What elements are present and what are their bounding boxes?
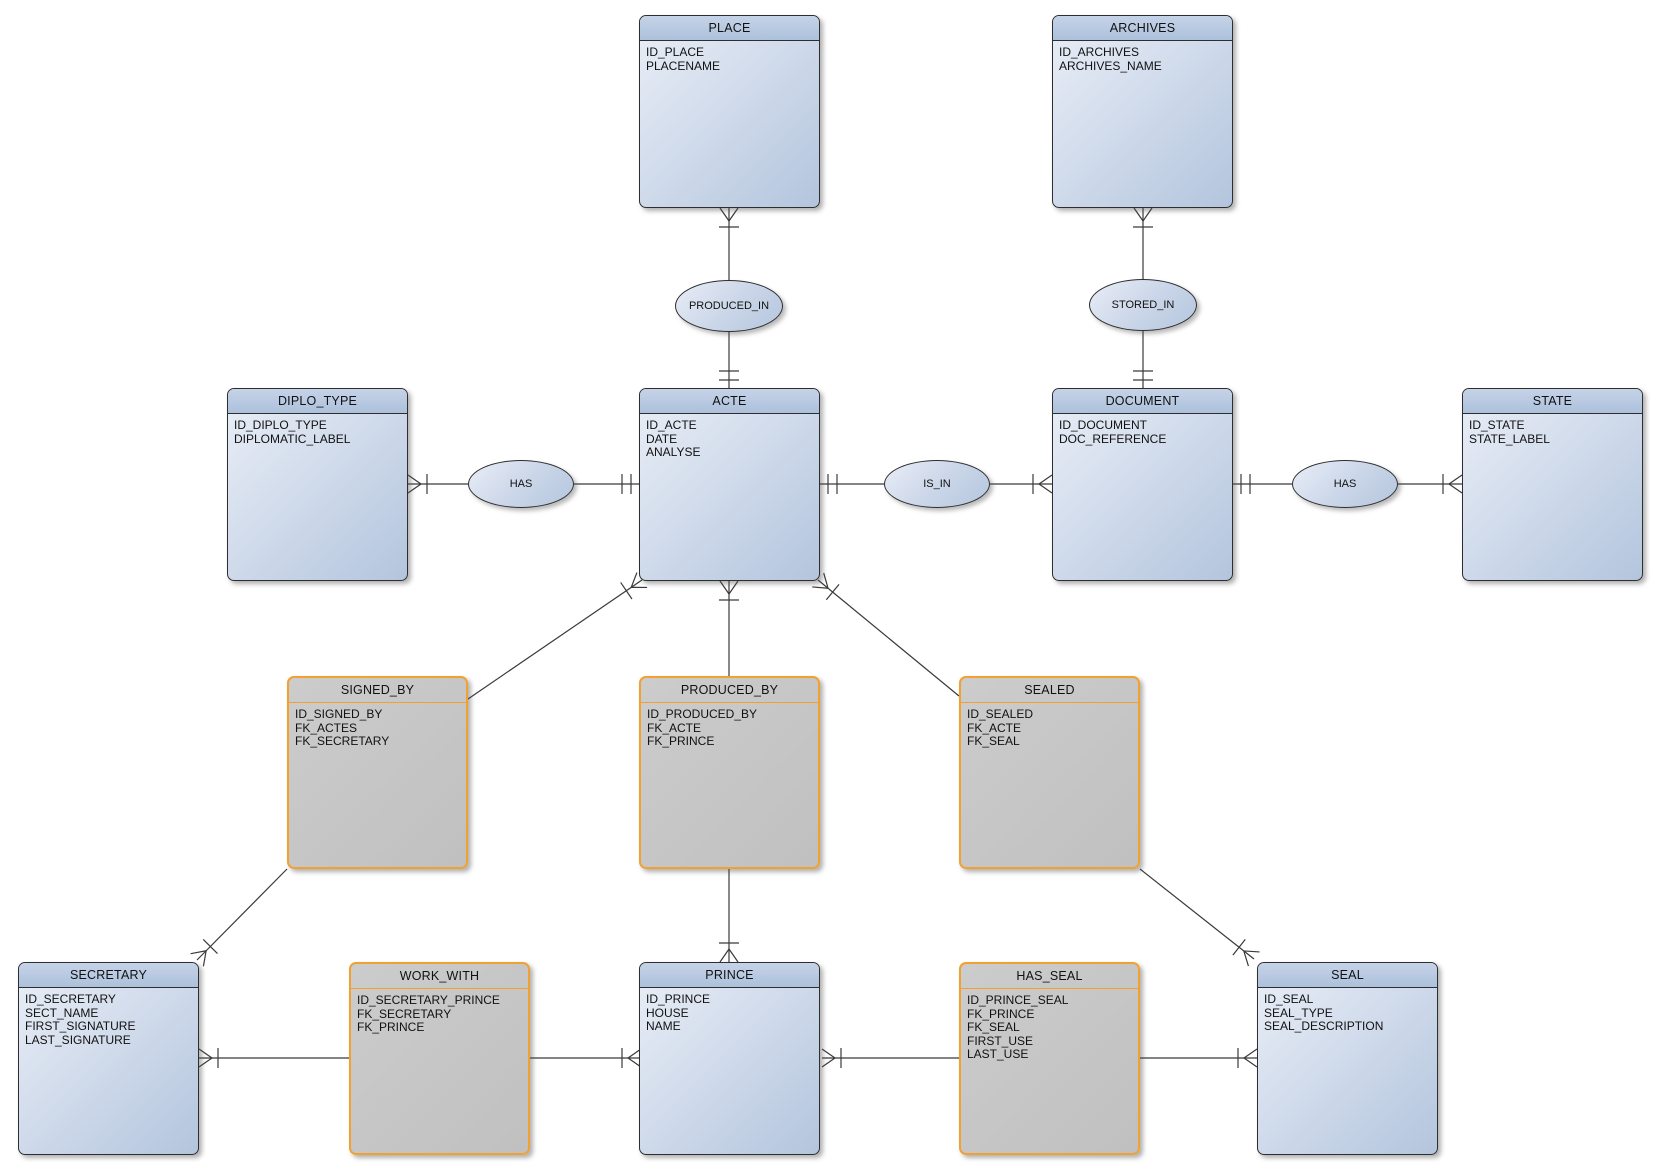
connector-acte-sealed	[812, 572, 960, 697]
entity-document[interactable]: DOCUMENT ID_DOCUMENT DOC_REFERENCE	[1052, 388, 1233, 581]
relationship-produced-in-label: PRODUCED_IN	[688, 300, 770, 312]
relationship-has-diplo-type[interactable]: HAS	[468, 460, 574, 508]
entity-seal[interactable]: SEAL ID_SEAL SEAL_TYPE SEAL_DESCRIPTION	[1257, 962, 1438, 1155]
connector-secretary-work_with	[198, 1048, 349, 1068]
entity-acte[interactable]: ACTE ID_ACTE DATE ANALYSE	[639, 388, 820, 581]
entity-signed-by-title: SIGNED_BY	[289, 678, 466, 703]
entity-produced-by-title: PRODUCED_BY	[641, 678, 818, 703]
entity-diplo-type-attributes: ID_DIPLO_TYPE DIPLOMATIC_LABEL	[234, 418, 351, 446]
connector-signed_by-secretary	[190, 868, 288, 967]
entity-prince-title: PRINCE	[640, 963, 819, 988]
connector-has_seal-seal	[1140, 1048, 1258, 1068]
entity-signed-by-attributes: ID_SIGNED_BY FK_ACTES FK_SECRETARY	[295, 707, 390, 748]
connector-acte-produced_by	[719, 580, 739, 676]
relationship-produced-in[interactable]: PRODUCED_IN	[675, 280, 783, 332]
entity-archives-attributes: ID_ARCHIVES ARCHIVES_NAME	[1059, 45, 1162, 73]
connector-sealed-seal	[1139, 868, 1260, 967]
entity-document-attributes: ID_DOCUMENT DOC_REFERENCE	[1059, 418, 1167, 446]
connector-place-produced_in	[719, 207, 739, 280]
connector-has-state	[1398, 474, 1463, 494]
connector-work_with-prince	[530, 1048, 642, 1068]
entity-acte-attributes: ID_ACTE DATE ANALYSE	[646, 418, 701, 459]
connector-document-has	[1233, 474, 1292, 494]
connector-has-acte	[574, 474, 639, 494]
connector-produced_in-acte	[719, 332, 739, 388]
entity-seal-attributes: ID_SEAL SEAL_TYPE SEAL_DESCRIPTION	[1264, 992, 1384, 1033]
connector-prince-has_seal	[821, 1048, 959, 1068]
entity-prince-attributes: ID_PRINCE HOUSE NAME	[646, 992, 711, 1033]
entity-secretary-attributes: ID_SECRETARY SECT_NAME FIRST_SIGNATURE L…	[25, 992, 136, 1047]
entity-seal-title: SEAL	[1258, 963, 1437, 988]
connector-is_in-document	[990, 474, 1053, 494]
connector-acte-signed_by	[467, 572, 648, 700]
connector-diplo_type-has	[407, 474, 468, 494]
relationship-has-state-label: HAS	[1333, 478, 1357, 490]
entity-secretary[interactable]: SECRETARY ID_SECRETARY SECT_NAME FIRST_S…	[18, 962, 199, 1155]
connector-acte-is_in	[820, 474, 884, 494]
entity-has-seal-title: HAS_SEAL	[961, 964, 1138, 989]
entity-place[interactable]: PLACE ID_PLACE PLACENAME	[639, 15, 820, 208]
entity-has-seal[interactable]: HAS_SEAL ID_PRINCE_SEAL FK_PRINCE FK_SEA…	[959, 962, 1140, 1155]
relationship-is-in[interactable]: IS_IN	[884, 460, 990, 508]
entity-sealed-attributes: ID_SEALED FK_ACTE FK_SEAL	[967, 707, 1034, 748]
entity-archives[interactable]: ARCHIVES ID_ARCHIVES ARCHIVES_NAME	[1052, 15, 1233, 208]
connector-produced_by-prince	[719, 869, 739, 963]
entity-archives-title: ARCHIVES	[1053, 16, 1232, 41]
entity-secretary-title: SECRETARY	[19, 963, 198, 988]
entity-diplo-type-title: DIPLO_TYPE	[228, 389, 407, 414]
connector-stored_in-document	[1133, 331, 1153, 388]
entity-document-title: DOCUMENT	[1053, 389, 1232, 414]
entity-acte-title: ACTE	[640, 389, 819, 414]
entity-prince[interactable]: PRINCE ID_PRINCE HOUSE NAME	[639, 962, 820, 1155]
relationship-has-diplo-type-label: HAS	[509, 478, 533, 490]
entity-state-attributes: ID_STATE STATE_LABEL	[1469, 418, 1550, 446]
entity-place-title: PLACE	[640, 16, 819, 41]
entity-sealed-title: SEALED	[961, 678, 1138, 703]
relationship-stored-in-label: STORED_IN	[1111, 299, 1175, 311]
entity-place-attributes: ID_PLACE PLACENAME	[646, 45, 721, 73]
entity-diplo-type[interactable]: DIPLO_TYPE ID_DIPLO_TYPE DIPLOMATIC_LABE…	[227, 388, 408, 581]
entity-sealed[interactable]: SEALED ID_SEALED FK_ACTE FK_SEAL	[959, 676, 1140, 869]
entity-work-with-attributes: ID_SECRETARY_PRINCE FK_SECRETARY FK_PRIN…	[357, 993, 500, 1034]
entity-produced-by[interactable]: PRODUCED_BY ID_PRODUCED_BY FK_ACTE FK_PR…	[639, 676, 820, 869]
relationship-stored-in[interactable]: STORED_IN	[1089, 279, 1197, 331]
entity-has-seal-attributes: ID_PRINCE_SEAL FK_PRINCE FK_SEAL FIRST_U…	[967, 993, 1069, 1061]
connector-archives-stored_in	[1133, 207, 1153, 279]
entity-state-title: STATE	[1463, 389, 1642, 414]
entity-state[interactable]: STATE ID_STATE STATE_LABEL	[1462, 388, 1643, 581]
relationship-has-state[interactable]: HAS	[1292, 460, 1398, 508]
entity-produced-by-attributes: ID_PRODUCED_BY FK_ACTE FK_PRINCE	[647, 707, 758, 748]
entity-signed-by[interactable]: SIGNED_BY ID_SIGNED_BY FK_ACTES FK_SECRE…	[287, 676, 468, 869]
relationship-is-in-label: IS_IN	[923, 478, 951, 490]
entity-work-with[interactable]: WORK_WITH ID_SECRETARY_PRINCE FK_SECRETA…	[349, 962, 530, 1155]
entity-work-with-title: WORK_WITH	[351, 964, 528, 989]
